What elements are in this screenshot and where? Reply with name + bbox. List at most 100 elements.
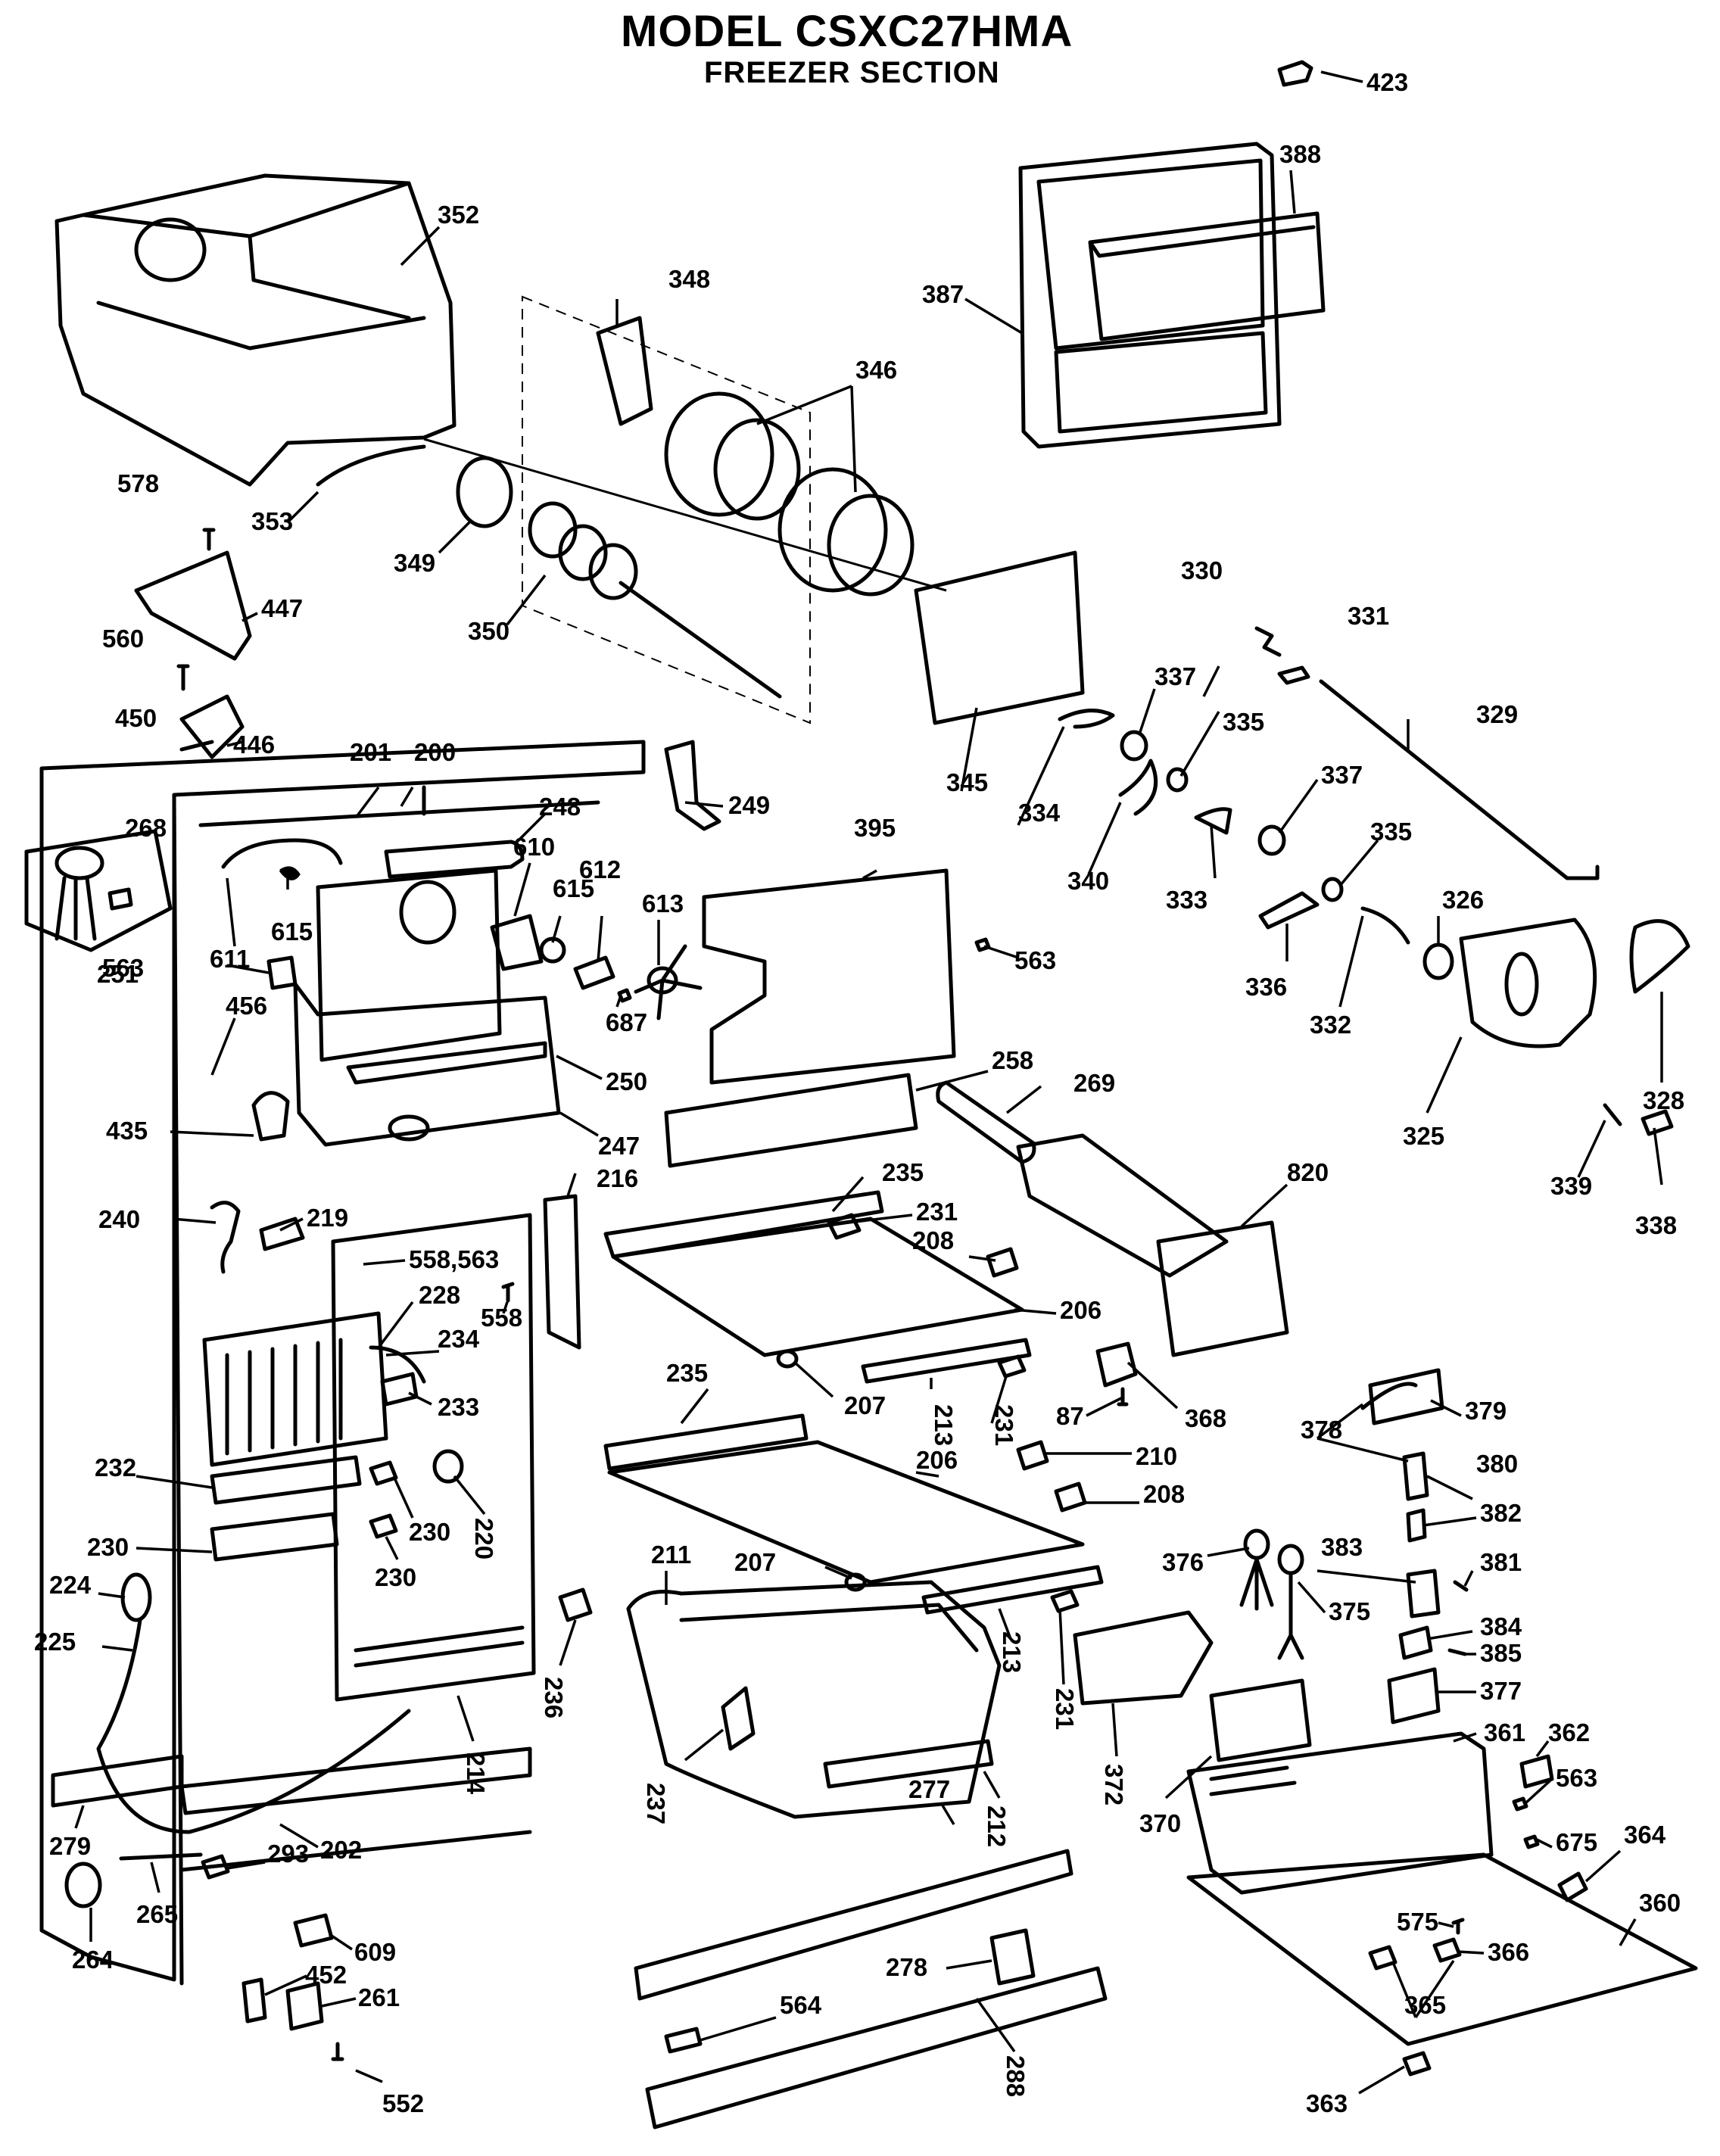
callout-201: 201 [350,738,391,766]
part-338-drawing [1641,1109,1674,1136]
part-378-drawing [1360,1382,1418,1410]
part-277-drawing [634,1849,1073,2001]
callout-335a: 335 [1223,708,1264,736]
callout-207a: 207 [844,1391,886,1419]
callout-240: 240 [98,1205,140,1233]
part-564-drawing [664,2027,703,2054]
callout-820: 820 [1287,1158,1329,1186]
part-379-drawing [1368,1368,1444,1425]
part-380-drawing [1402,1451,1429,1501]
callout-230c: 230 [375,1563,416,1591]
part-376-drawing [1239,1528,1274,1611]
callout-288: 288 [1002,2055,1030,2097]
callout-366: 366 [1488,1938,1529,1966]
callout-335b: 335 [1370,818,1412,846]
part-234-drawing [369,1345,426,1384]
callout-564: 564 [780,1991,822,2019]
callout-235b: 235 [666,1359,708,1387]
part-240-drawing [210,1201,241,1274]
callout-233: 233 [438,1393,479,1421]
callout-220: 220 [470,1518,498,1559]
part-340-drawing [1118,759,1158,816]
callout-278: 278 [886,1953,927,1981]
part-drawings [24,60,1698,2130]
part-450-drawing [179,740,214,752]
callout-348: 348 [668,265,710,293]
part-578-drawing [202,528,216,551]
part-558-drawing [501,1282,515,1303]
part-339-drawing [1603,1103,1622,1126]
part-265-drawing [119,1852,203,1861]
part-279-drawing [51,1754,184,1808]
callout-340: 340 [1067,867,1109,895]
part-213a-drawing [861,1338,1032,1384]
diagram-title: MODEL CSXC27HMA [621,7,1073,56]
part-610-drawing [490,914,544,971]
part-372-drawing [1073,1610,1214,1706]
part-248-drawing [384,840,525,879]
part-236-drawing [558,1587,593,1622]
part-348-drawing [596,316,653,426]
part-335a-drawing [1166,767,1189,793]
part-293-drawing [201,1854,230,1880]
callout-384: 384 [1480,1612,1522,1640]
part-337b-drawing [1257,824,1286,856]
callout-615a: 615 [553,874,594,902]
callout-365: 365 [1404,1991,1446,2019]
callout-264: 264 [72,1946,114,1974]
callout-325: 325 [1403,1122,1444,1150]
callout-687: 687 [606,1008,647,1036]
callout-346: 346 [855,356,897,384]
callout-456: 456 [226,992,267,1020]
callout-450: 450 [115,704,157,732]
leader-lines [74,70,1663,2095]
callout-224: 224 [49,1571,92,1599]
part-230a-drawing [369,1460,398,1486]
callout-563c: 563 [1556,1764,1597,1792]
callout-216: 216 [597,1164,638,1192]
part-611-drawing [221,838,343,869]
part-370-drawing [1209,1678,1312,1762]
callout-210: 210 [1136,1442,1177,1470]
part-336-drawing [1258,891,1320,930]
callout-560: 560 [102,625,144,653]
part-563a-drawing [108,887,133,911]
part-334-drawing [1058,709,1115,729]
part-332-drawing [1360,906,1410,945]
callout-258: 258 [992,1046,1033,1074]
auger-axis-dashed [522,295,811,724]
part-335b-drawing [1321,877,1344,902]
callout-265: 265 [136,1900,178,1928]
part-230b-drawing [210,1512,339,1562]
callout-423: 423 [1366,68,1408,96]
part-233-drawing [380,1372,419,1407]
callout-87: 87 [1056,1402,1084,1430]
part-345-drawing [914,550,1085,725]
callout-350: 350 [468,617,509,645]
callout-339: 339 [1550,1172,1592,1200]
callout-213a: 213 [930,1404,958,1446]
callout-382: 382 [1480,1499,1522,1527]
callout-558: 558 [481,1304,522,1332]
part-224-drawing [120,1572,152,1622]
part-395-drawing [702,868,956,1085]
part-350-drawing [528,501,782,699]
callout-231c: 231 [1051,1688,1079,1730]
callout-376: 376 [1162,1548,1204,1576]
callout-447: 447 [261,594,303,622]
part-387-drawing [1018,142,1282,449]
part-219-drawing [259,1217,305,1251]
part-202-drawing [179,1746,532,1815]
part-268-drawing [55,846,104,941]
callout-381: 381 [1480,1548,1522,1576]
part-385-drawing [1447,1648,1467,1656]
callout-212: 212 [983,1805,1011,1847]
callout-237: 237 [642,1783,670,1824]
callout-387: 387 [922,280,964,308]
callout-370: 370 [1139,1809,1181,1837]
callout-379: 379 [1465,1397,1507,1425]
callout-236: 236 [540,1677,568,1718]
callout-610: 610 [513,833,555,861]
part-365-drawing [1368,1945,1398,1971]
callout-230b: 230 [87,1533,129,1561]
